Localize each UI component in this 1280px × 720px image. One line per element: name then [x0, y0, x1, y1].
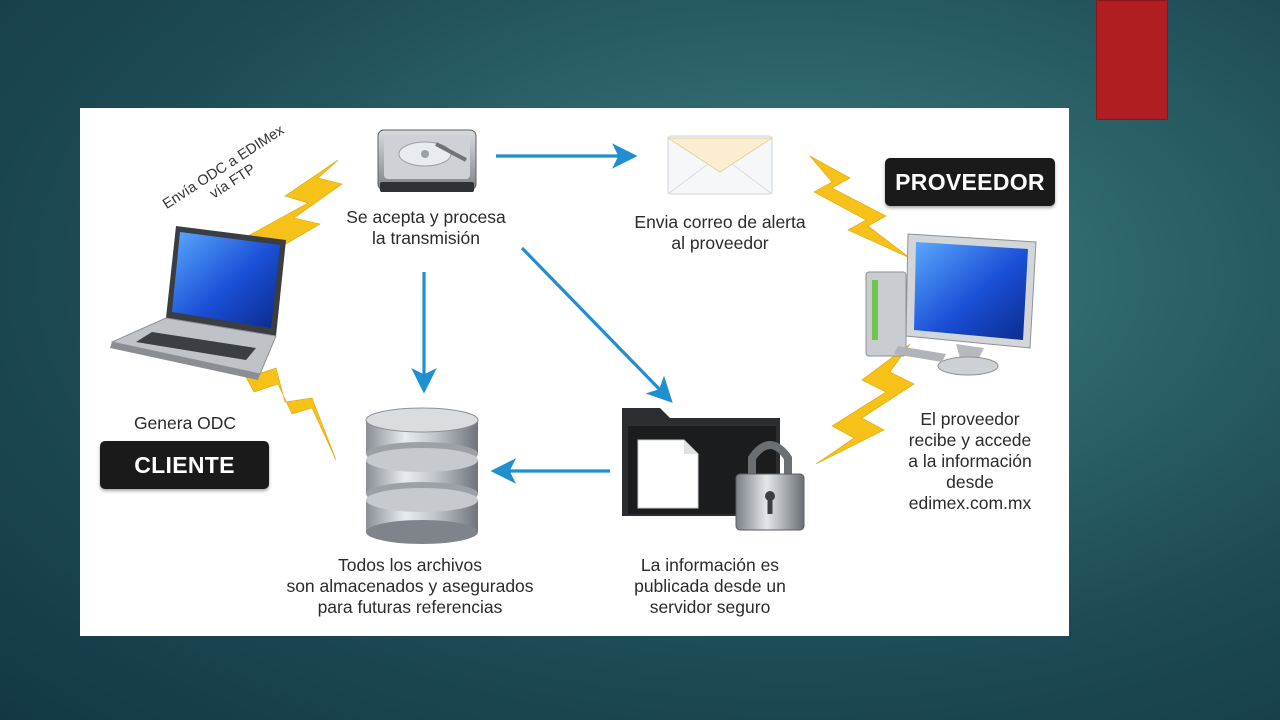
storage-label-line: Todos los archivos	[338, 555, 482, 575]
server-label: Se acepta y procesa la transmisión	[326, 207, 526, 249]
email-label-line: al proveedor	[671, 233, 769, 253]
genera-odc-label: Genera ODC	[133, 413, 237, 433]
diagram-graphics	[110, 129, 1037, 544]
lightning-icon	[239, 155, 915, 465]
envelope-icon	[666, 135, 774, 195]
laptop-icon	[110, 226, 286, 380]
server-label-line: Se acepta y procesa	[346, 207, 506, 227]
access-label-line: recibe y accede	[908, 430, 1032, 450]
locked-folder-icon	[622, 408, 805, 531]
email-label-line: Envia correo de alerta	[634, 212, 806, 232]
flow-arrows	[411, 143, 673, 484]
proveedor-badge: PROVEEDOR	[885, 158, 1055, 206]
publish-label-line: publicada desde un	[634, 576, 786, 596]
email-label: Envia correo de alerta al proveedor	[610, 212, 830, 254]
storage-label-line: son almacenados y asegurados	[286, 576, 534, 596]
access-label-line: El proveedor	[920, 409, 1020, 429]
cliente-badge: CLIENTE	[100, 441, 269, 489]
access-label-line: desde	[946, 472, 994, 492]
desktop-computer-icon	[865, 233, 1037, 376]
access-label: El proveedor recibe y accede a la inform…	[880, 409, 1060, 514]
publish-label-line: La información es	[640, 555, 780, 575]
red-accent-bar	[1096, 0, 1168, 120]
storage-label-line: para futuras referencias	[317, 597, 503, 617]
server-label-line: la transmisión	[372, 228, 480, 248]
diagram-panel: Envía ODC a EDIMex vía FTP Se acepta y p…	[80, 108, 1069, 636]
access-label-line: edimex.com.mx	[908, 493, 1032, 513]
database-icon	[365, 407, 479, 544]
publish-label: La información es publicada desde un ser…	[600, 555, 820, 618]
publish-label-line: servidor seguro	[649, 597, 771, 617]
access-label-line: a la información	[908, 451, 1032, 471]
hard-drive-icon	[377, 129, 477, 192]
storage-label: Todos los archivos son almacenados y ase…	[260, 555, 560, 618]
